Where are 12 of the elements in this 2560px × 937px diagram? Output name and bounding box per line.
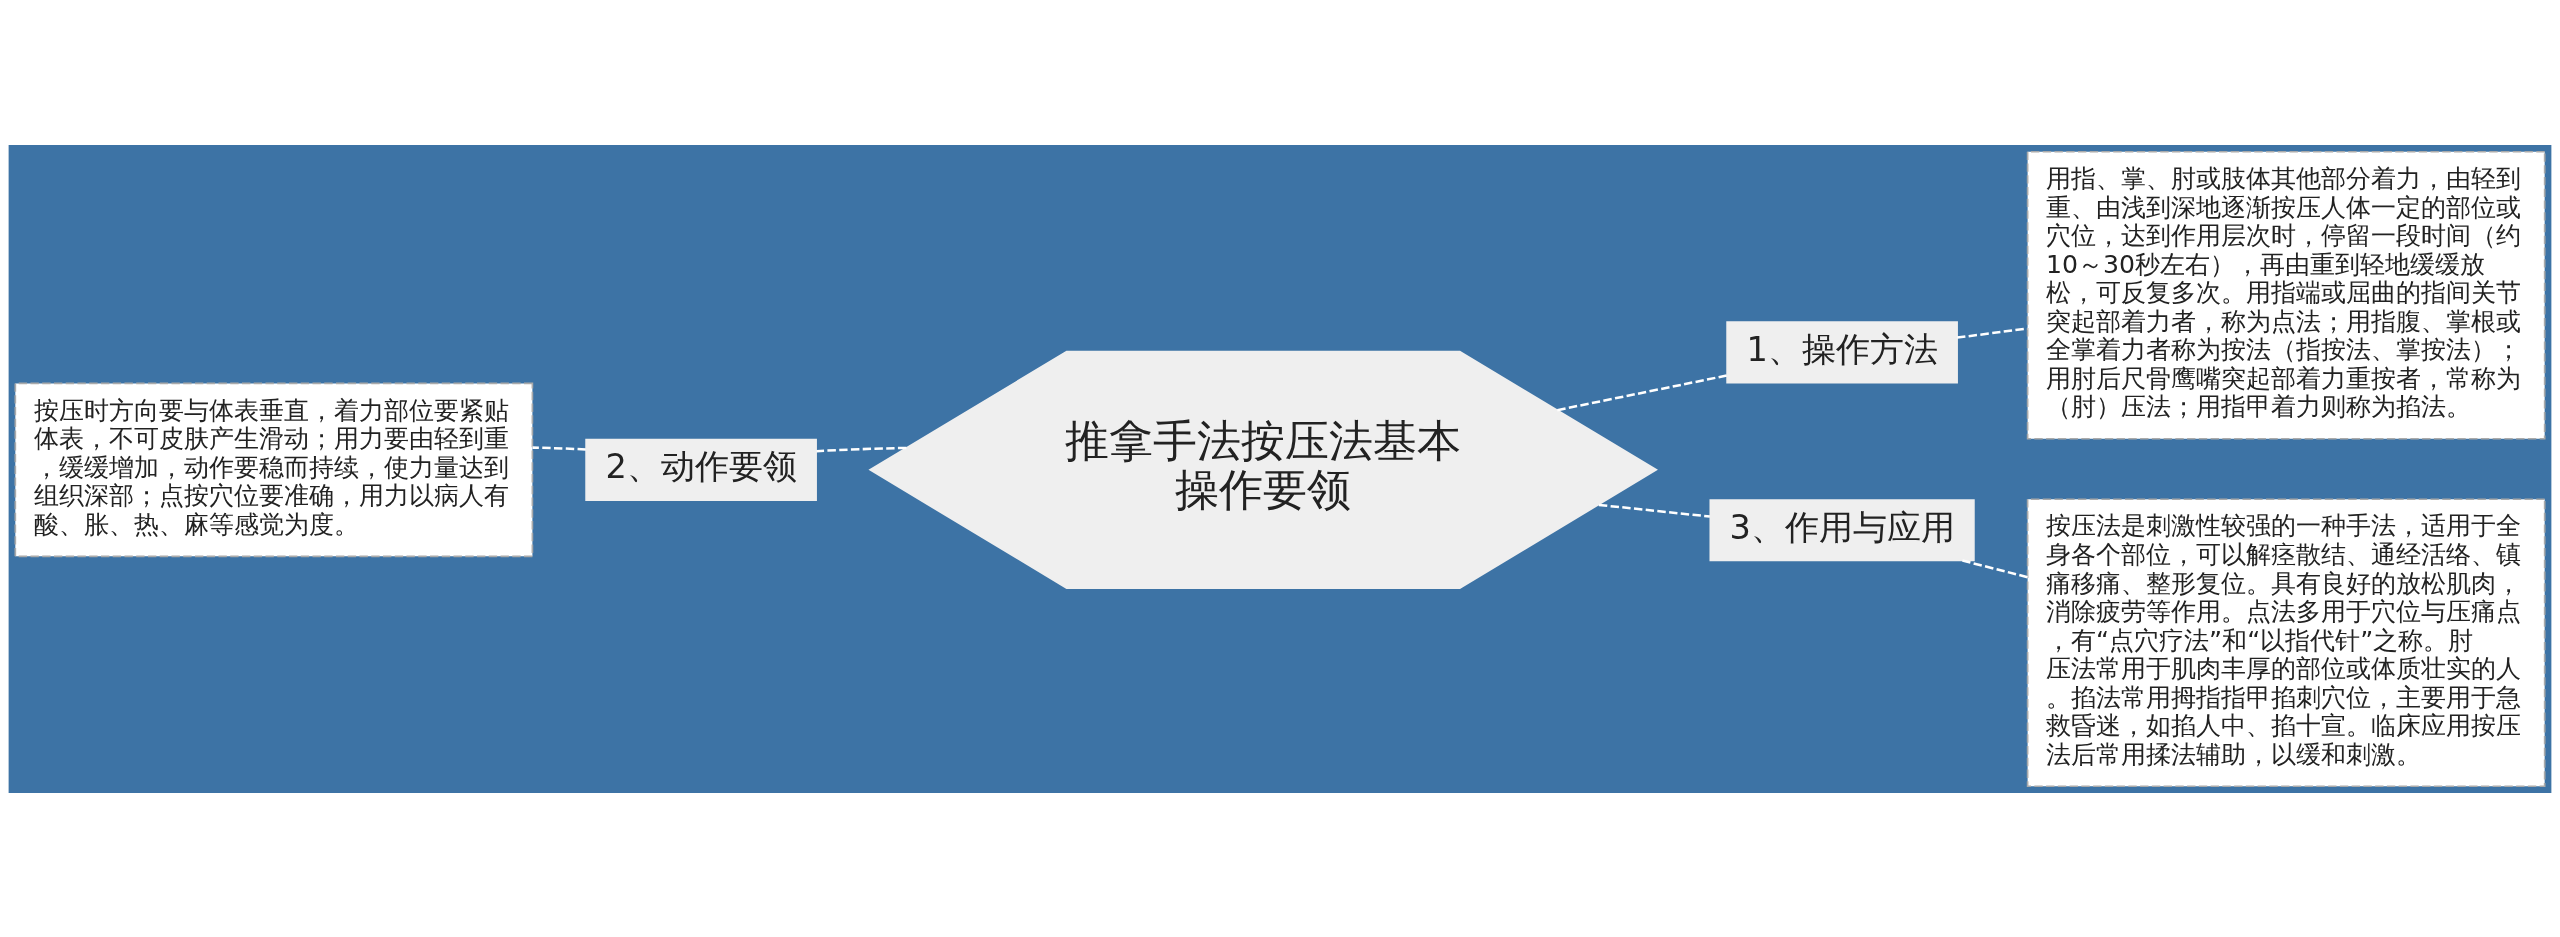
node-box: 用指、掌、肘或肢体其他部分着力，由轻到重、由浅到深地逐渐按压人体一定的部位或穴位，达到作用层次时，停留一段时间（约10～30秒左右），再由重到轻地缓缓放松，可反复多次。用指端或屈曲的指间关节突起部着力者，称为点法；用指腹、掌根或全掌着力者称为按法（指按法、掌按法）；用肘后尺骨鹰嘴突起部着力重按者，常称为（肘）压法；用指甲着力则称为掐法。 [2026, 150, 2546, 440]
connector [532, 445, 586, 451]
connector [1557, 373, 1728, 411]
node-box: 按压法是刺激性较强的一种手法，适用于全身各个部位，可以解痉散结、通经活络、镇痛移痛、整形复位。具有良好的放松肌肉，消除疲劳等作用。点法多用于穴位与压痛点，有“点穴疗法”和“以指代针”之称。肘压法常用于肌肉丰厚的部位或体质壮实的人。掐法常用拇指指甲掐刺穴位，主要用于急救昏迷，如掐人中、掐十宣。临床应用按压法后常用揉法辅助，以缓和刺激。 [2026, 497, 2546, 787]
connector [1962, 558, 2028, 578]
node-box: 2、动作要领 [585, 438, 817, 501]
connector [816, 446, 907, 452]
node-box: 1、操作方法 [1726, 320, 1958, 383]
connector [1957, 326, 2028, 339]
node-box: 3、作用与应用 [1709, 498, 1975, 561]
node-box: 按压时方向要与体表垂直，着力部位要紧贴体表，不可皮肤产生滑动；用力要由轻到重，缓缓增加，动作要稳而持续，使力量达到组织深部；点按穴位要准确，用力以病人有酸、胀、热、麻等感觉为度。 [14, 382, 534, 557]
connector [1598, 503, 1710, 518]
